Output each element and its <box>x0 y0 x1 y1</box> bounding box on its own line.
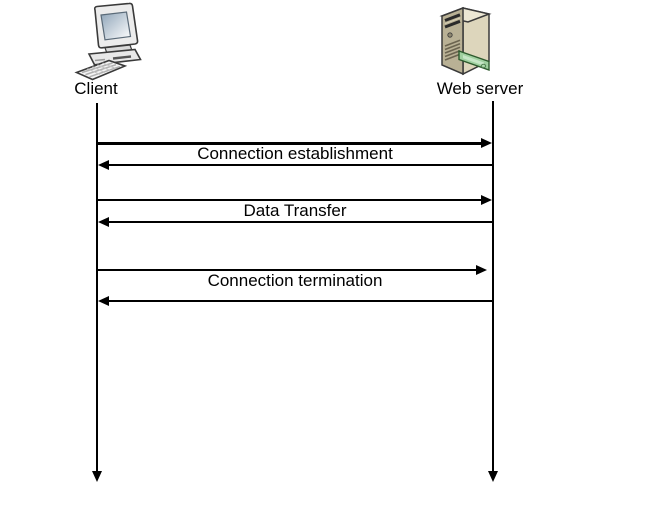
client-lifeline <box>95 103 99 472</box>
network-card <box>458 50 490 71</box>
server-tower <box>439 6 492 76</box>
message-3-arrow-server-to-client <box>109 299 493 302</box>
message-3-label: Connection termination <box>207 271 383 290</box>
server-lifeline <box>491 101 495 472</box>
desktop-unit <box>87 48 142 66</box>
message-3-arrow-client-to-server <box>97 268 476 271</box>
actor-client-label: Client <box>74 79 118 98</box>
actor-server-label: Web server <box>436 79 524 98</box>
message-2-arrow-client-to-server <box>97 198 481 201</box>
message-2-label: Data Transfer <box>243 201 347 220</box>
message-1-label: Connection establishment <box>197 144 393 163</box>
monitor <box>93 2 139 54</box>
keyboard <box>74 59 128 81</box>
desktop-computer-icon <box>74 2 142 81</box>
message-1-arrow-client-to-server <box>97 142 481 145</box>
message-2-arrow-server-to-client <box>109 220 493 223</box>
server-tower-icon <box>439 6 492 76</box>
message-1-arrow-server-to-client <box>109 163 493 166</box>
